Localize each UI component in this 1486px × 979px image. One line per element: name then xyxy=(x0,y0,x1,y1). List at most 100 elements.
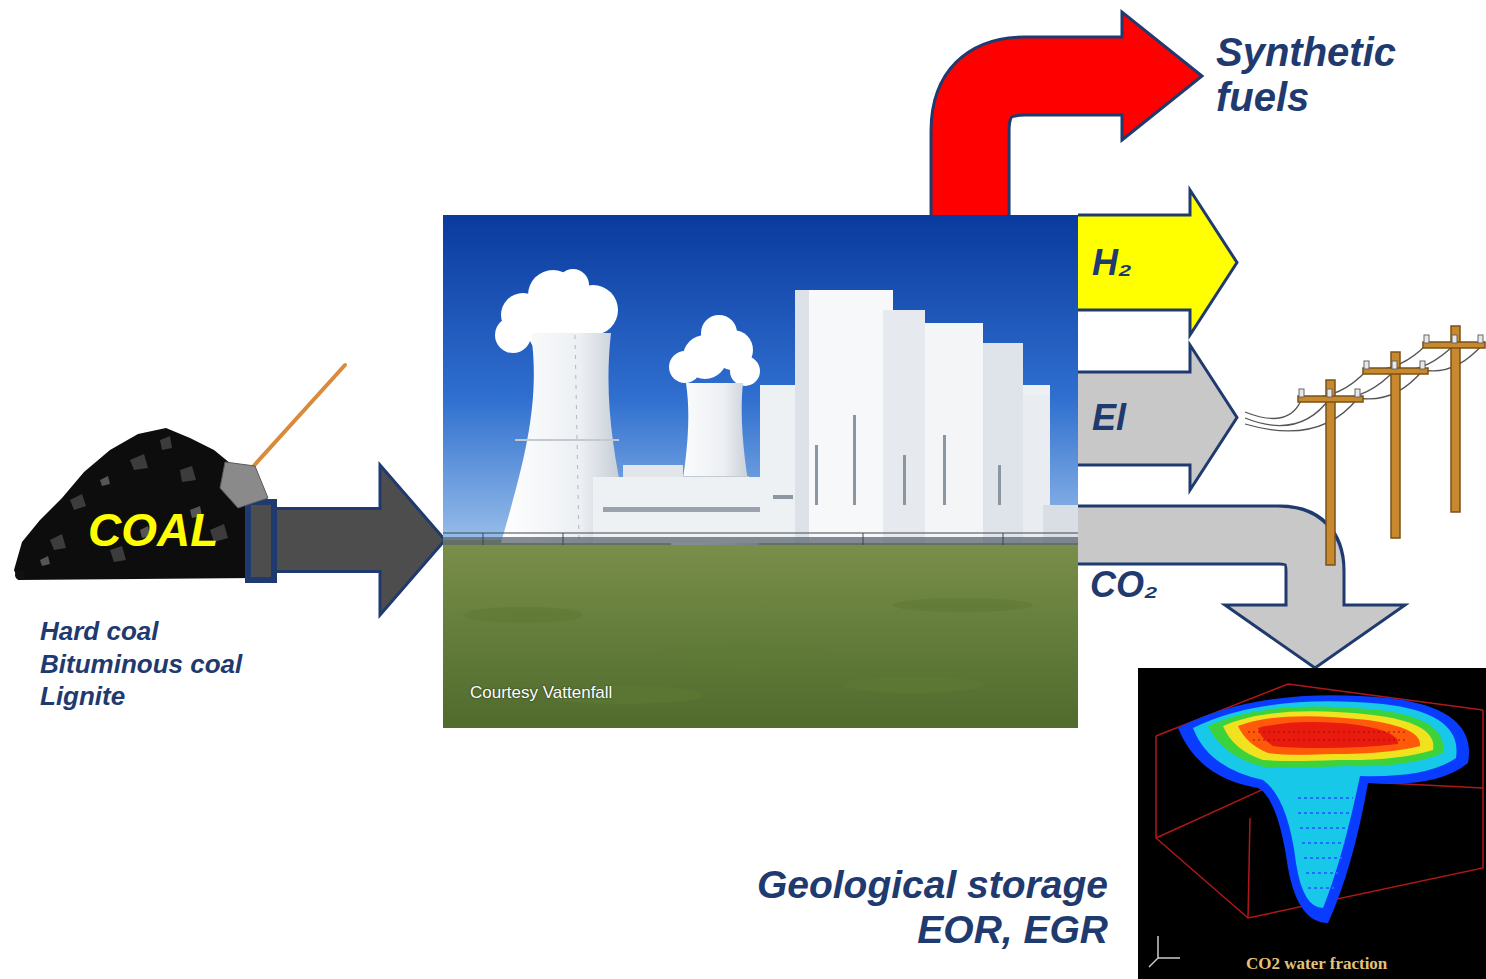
drawing-rect xyxy=(248,502,274,580)
coal-pile-shape xyxy=(10,410,280,582)
drawing-line xyxy=(483,533,484,545)
drawing-line xyxy=(563,533,564,545)
drawing-g xyxy=(1149,936,1180,967)
drawing-rect xyxy=(773,495,793,499)
drawing-rect xyxy=(1326,380,1335,565)
drawing-g xyxy=(1299,335,1483,397)
arrow-head xyxy=(1225,605,1405,668)
drawing-line xyxy=(1149,958,1158,967)
flow-arrow xyxy=(1072,535,1405,668)
drawing-line xyxy=(1157,936,1159,958)
drawing-rect xyxy=(943,435,946,505)
drawing-rect xyxy=(983,343,1023,543)
drawing-polygon xyxy=(220,462,268,508)
drawing-path xyxy=(1245,398,1302,418)
drawing-rect xyxy=(853,415,856,505)
drawing-ellipse xyxy=(463,607,583,623)
drawing-polygon xyxy=(14,428,272,580)
drawing-polygon xyxy=(130,454,148,470)
drawing-polygon xyxy=(180,466,196,482)
drawing-polygon xyxy=(40,556,50,566)
drawing-rect xyxy=(1451,326,1460,512)
output-label: El xyxy=(1092,397,1126,438)
drawing-g xyxy=(50,436,244,562)
drawing-rect xyxy=(925,323,983,543)
drawing-polygon xyxy=(70,494,86,510)
drawing-polygon xyxy=(1078,190,1237,335)
drawing-rect xyxy=(903,455,906,505)
drawing-g xyxy=(1248,732,1408,740)
flow-arrow xyxy=(970,12,1202,221)
coal-types: Hard coal Bituminous coal Lignite xyxy=(40,615,295,713)
drawing-circle xyxy=(495,317,531,353)
drawing-g xyxy=(669,315,760,386)
storage-image-shape xyxy=(1138,668,1486,979)
drawing-polyline xyxy=(1078,345,1237,490)
drawing-g xyxy=(773,415,1001,505)
arrow-head xyxy=(380,465,445,615)
power-plant-photo: Courtesy Vattenfall xyxy=(443,215,1078,728)
drawing-ellipse xyxy=(653,645,833,665)
drawing-circle xyxy=(557,269,589,301)
flow-arrow xyxy=(276,465,445,615)
arrow-body xyxy=(1072,535,1315,609)
drawing-line xyxy=(863,533,864,545)
drawing-rect xyxy=(443,215,1078,547)
drawing-ellipse xyxy=(893,598,1033,612)
drawing-circle xyxy=(701,315,737,351)
drawing-line xyxy=(1306,872,1338,874)
drawing-path xyxy=(1208,706,1443,768)
drawing-rect xyxy=(1355,389,1360,397)
drawing-rect xyxy=(623,465,683,477)
drawing-rect xyxy=(1364,361,1369,369)
drawing-path xyxy=(1178,695,1469,923)
drawing-path xyxy=(1223,711,1433,761)
drawing-path xyxy=(1193,701,1457,908)
drawing-line xyxy=(1302,842,1345,844)
drawing-rect xyxy=(443,540,1078,728)
drawing-rect xyxy=(1478,335,1483,343)
drawing-line xyxy=(1248,732,1408,733)
drawing-circle xyxy=(730,356,760,386)
arrow-body xyxy=(276,510,384,570)
photo-credit: Courtesy Vattenfall xyxy=(470,683,612,703)
drawing-rect xyxy=(1424,335,1429,343)
image-caption: CO2 water fraction xyxy=(1246,954,1387,974)
product-label: Synthetic fuels xyxy=(1216,30,1466,120)
output-arrow: El xyxy=(1078,345,1238,490)
drawing-polygon xyxy=(50,534,66,550)
drawing-g xyxy=(463,598,1033,704)
drawing-rect xyxy=(1392,361,1397,369)
drawing-rect xyxy=(603,507,763,512)
drawing-rect xyxy=(795,290,893,543)
drawing-line xyxy=(1298,797,1353,799)
drawing-polygon xyxy=(100,476,110,486)
drawing-rect xyxy=(1138,668,1486,979)
drawing-path xyxy=(1245,398,1358,431)
drawing-line xyxy=(443,533,1078,534)
drawing-polyline xyxy=(1078,190,1237,335)
drawing-path xyxy=(1238,716,1420,755)
drawing-line xyxy=(1253,740,1406,741)
storage-image: Geological storage EOR, EGRCO2 water fra… xyxy=(1138,668,1486,979)
drawing-rect xyxy=(443,537,1078,545)
drawing-line xyxy=(1158,957,1180,959)
coal-pile: COALHard coal Bituminous coal Lignite xyxy=(10,410,280,582)
drawing-rect xyxy=(1391,352,1400,538)
output-label: H₂ xyxy=(1092,242,1132,283)
arrow-body xyxy=(970,76,1126,221)
drawing-line xyxy=(1300,827,1348,829)
storage-label: Geological storage EOR, EGR xyxy=(668,863,1108,953)
arrow-head xyxy=(1122,12,1202,140)
drawing-rect xyxy=(795,290,809,543)
drawing-g xyxy=(1298,798,1353,888)
drawing-g xyxy=(443,533,1078,545)
drawing-rect xyxy=(1327,389,1332,397)
product-box: Synthetic fuels xyxy=(1210,28,1472,124)
drawing-path xyxy=(1258,722,1398,748)
coal-label: COAL xyxy=(88,504,218,557)
drawing-line xyxy=(1003,533,1004,545)
drawing-rect xyxy=(998,465,1001,505)
drawing-circle xyxy=(669,351,701,383)
